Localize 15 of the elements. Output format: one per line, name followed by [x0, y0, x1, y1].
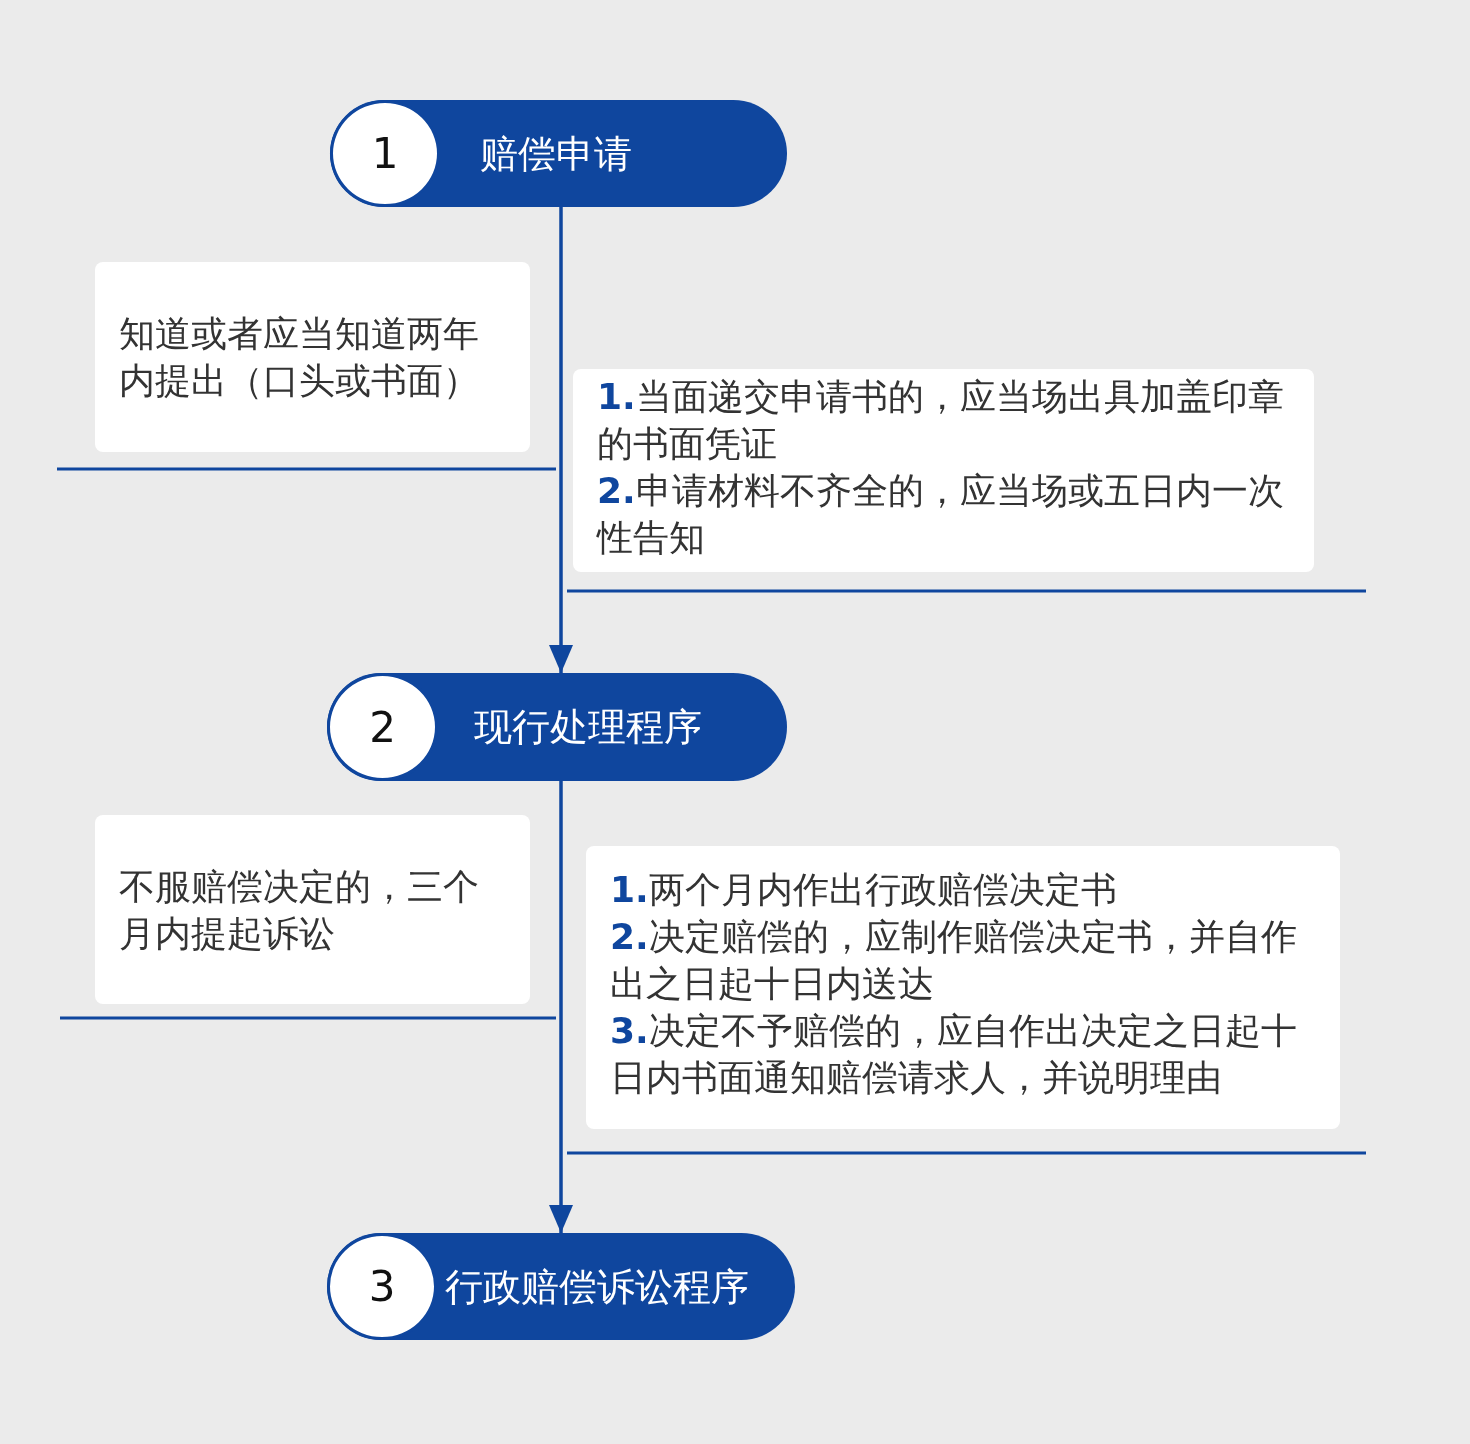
arrow — [549, 781, 573, 1233]
note-text: 3.决定不予赔偿的，应自作出决定之日起十日内书面通知赔偿请求人，并说明理由 — [610, 1009, 1298, 1100]
note-text: 知道或者应当知道两年内提出（口头或书面） — [119, 312, 480, 403]
step-number-circle: 2 — [327, 673, 438, 781]
step-title: 行政赔偿诉讼程序 — [445, 1263, 749, 1310]
step-title: 赔偿申请 — [480, 130, 632, 177]
step-number-circle: 3 — [327, 1233, 437, 1340]
arrow — [549, 207, 573, 673]
note-text: 1.当面递交申请书的，应当场出具加盖印章的书面凭证 — [597, 375, 1285, 466]
note-text: 2.申请材料不齐全的，应当场或五日内一次性告知 — [597, 469, 1285, 560]
note-text: 不服赔偿决定的，三个月内提起诉讼 — [119, 865, 480, 956]
step-title: 现行处理程序 — [474, 703, 702, 751]
note-text: 2.决定赔偿的，应制作赔偿决定书，并自作出之日起十日内送达 — [610, 915, 1298, 1006]
note-text: 1.两个月内作出行政赔偿决定书 — [610, 868, 1118, 912]
step-number-circle: 1 — [330, 100, 440, 207]
